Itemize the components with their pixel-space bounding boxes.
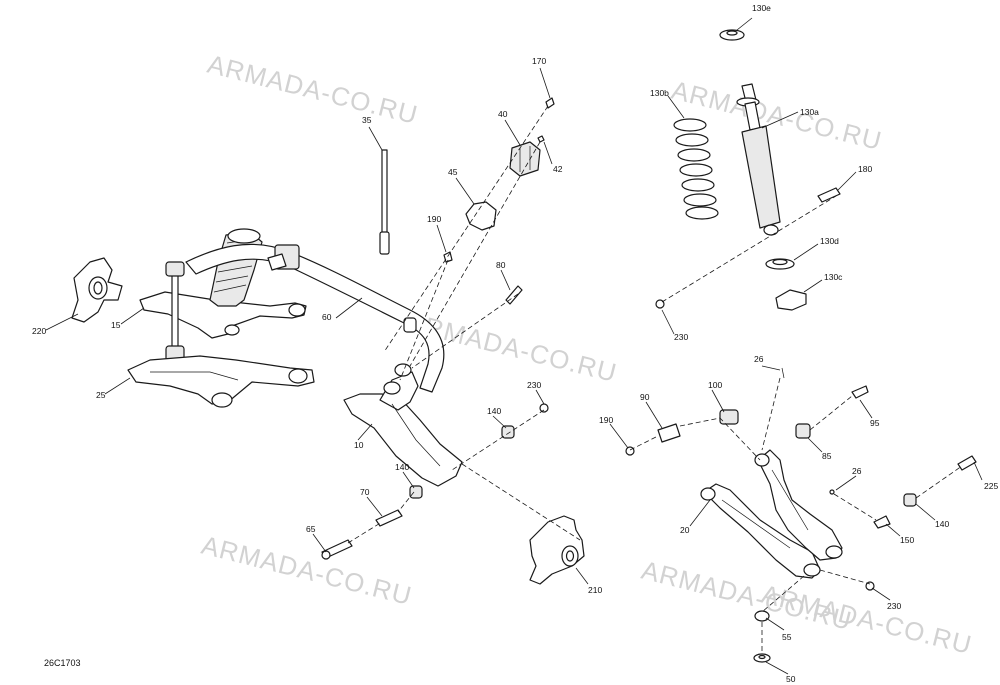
shock-assembly <box>655 29 841 311</box>
callout-label: 40 <box>498 109 508 119</box>
callout-label: 65 <box>306 524 316 534</box>
callout-label: 45 <box>448 167 458 177</box>
watermarks: ARMADA-CO.RU ARMADA-CO.RU ARMADA-CO.RU A… <box>199 49 976 660</box>
callout-label: 170 <box>532 56 546 66</box>
callout-labels: 130e 170 130b 130a 35 40 42 180 45 190 1… <box>32 3 998 684</box>
callout-label: 130b <box>650 88 669 98</box>
callout-label: 60 <box>322 312 332 322</box>
watermark-text: ARMADA-CO.RU <box>199 530 416 611</box>
callout-label: 230 <box>887 601 901 611</box>
document-code: 26C1703 <box>44 658 81 668</box>
callout-label: 80 <box>496 260 506 270</box>
callout-label: 100 <box>708 380 722 390</box>
callout-label: 190 <box>599 415 613 425</box>
assembly-lines <box>45 17 983 675</box>
callout-label: 20 <box>680 525 690 535</box>
callout-label: 220 <box>32 326 46 336</box>
callout-label: 225 <box>984 481 998 491</box>
callout-label: 190 <box>427 214 441 224</box>
coil-spring <box>673 118 719 220</box>
callout-label: 35 <box>362 115 372 125</box>
front-suspension-assembly <box>71 97 585 585</box>
callout-label: 140 <box>395 462 409 472</box>
callout-label: 210 <box>588 585 602 595</box>
callout-label: 140 <box>487 406 501 416</box>
callout-label: 10 <box>354 440 364 450</box>
callout-label: 25 <box>96 390 106 400</box>
callout-label: 55 <box>782 632 792 642</box>
callout-label: 150 <box>900 535 914 545</box>
callout-label: 70 <box>360 487 370 497</box>
trailing-arm-assembly <box>625 367 977 663</box>
callout-label: 130a <box>800 107 819 117</box>
callout-label: 130d <box>820 236 839 246</box>
callout-label: 26 <box>754 354 764 364</box>
callout-label: 26 <box>852 466 862 476</box>
callout-label: 130c <box>824 272 843 282</box>
callout-label: 230 <box>527 380 541 390</box>
callout-label: 95 <box>870 418 880 428</box>
callout-label: 230 <box>674 332 688 342</box>
callout-label: 180 <box>858 164 872 174</box>
callout-label: 42 <box>553 164 563 174</box>
callout-label: 130e <box>752 3 771 13</box>
callout-label: 140 <box>935 519 949 529</box>
callout-label: 85 <box>822 451 832 461</box>
callout-label: 50 <box>786 674 796 684</box>
watermark-text: ARMADA-CO.RU <box>205 49 422 130</box>
callout-label: 15 <box>111 320 121 330</box>
callout-label: 90 <box>640 392 650 402</box>
